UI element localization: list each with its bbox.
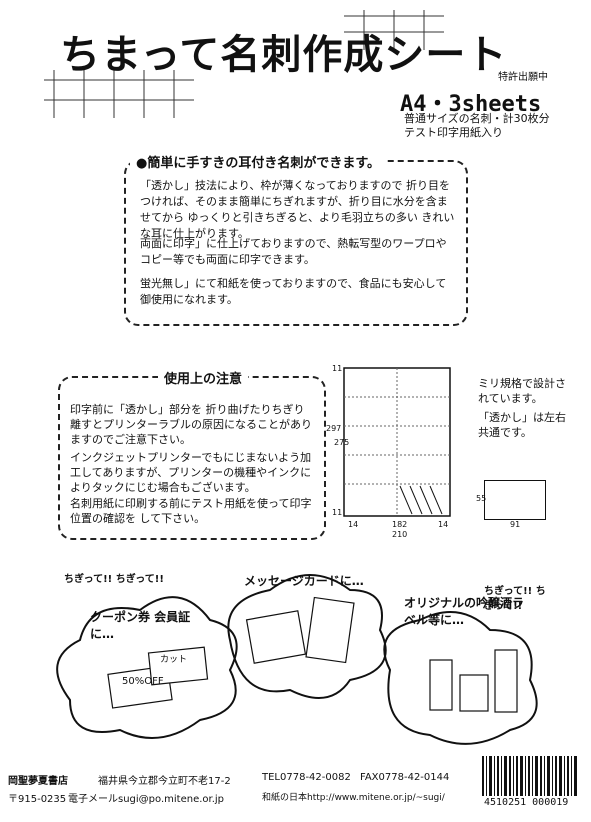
dim-label: 210: [392, 530, 408, 539]
format-label: A4・3sheets: [400, 92, 542, 117]
page-title: ちまって名刺作成シート: [60, 32, 508, 78]
message-caption: メッセージカードに…: [244, 574, 364, 588]
dim-label: 11: [332, 508, 343, 517]
diagram-note: ミリ規格で設計されています。: [478, 377, 566, 405]
diagram-note: 「透かし」は左右共通です。: [478, 411, 566, 439]
caution-item: インクジェットプリンターでもにじまないよう加工してありますが、プリンターの機種や…: [70, 451, 312, 494]
caution-box: 印字前に「透かし」部分を 折り曲げたりちぎり離すとプリンターラブルの原因になるこ…: [58, 376, 326, 540]
dim-label: 11: [332, 364, 343, 373]
coupon-card-text: 50%OFF: [122, 676, 164, 687]
sheet-outline: [343, 367, 451, 517]
card-size-diagram: [484, 480, 546, 520]
shout-text: ちぎって!! ちぎって!!: [64, 574, 164, 585]
shout-text: ちぎって!! ちぎって!!: [484, 586, 546, 612]
caution-item: 印字前に「透かし」部分を 折り曲げたりちぎり離すとプリンターラブルの原因になるこ…: [70, 403, 312, 446]
fax: FAX0778-42-0144: [360, 772, 450, 783]
dim-label: 14: [348, 520, 359, 529]
patent-note: 特許出願中: [498, 72, 548, 83]
spec-line: 普通サイズの名刺・計30枚分: [404, 112, 550, 125]
address: 福井県今立郡今立町不老17-2: [98, 776, 231, 787]
feature-item: 両面に印字」に仕上げておりますので、熱転写型のワープロやコピー等でも両面に印字で…: [140, 237, 447, 266]
web-link[interactable]: 和紙の日本http://www.mitene.or.jp/~sugi/: [262, 793, 445, 803]
title-grid: [44, 10, 444, 118]
email-link[interactable]: 電子メールsugi@po.mitene.or.jp: [68, 794, 225, 805]
dim-label: 275: [334, 438, 350, 447]
feature-box: 「透かし」技法により、枠が薄くなっておりますので 折り目をつければ、そのまま簡単…: [124, 160, 468, 326]
zip-code: 〒915-0235: [8, 794, 67, 805]
feature-item: 蛍光無し」にて和紙を使っておりますので、食品にも安心して御使用になれます。: [140, 277, 447, 306]
feature-heading: ●簡単に手すきの耳付き名刺ができます。: [130, 152, 387, 171]
dim-label: 91: [510, 520, 521, 529]
barcode: [482, 756, 577, 796]
dim-label: 55: [476, 494, 487, 503]
company-name: 岡聖夢夏書店: [8, 776, 68, 787]
coupon-card-text: カット: [160, 655, 188, 665]
sheet-diagram: 11 297 275 11 14 182 14 210: [326, 362, 462, 539]
coupon-caption: クーポン券 会員証に…: [90, 610, 191, 641]
feature-item: 「透かし」技法により、枠が薄くなっておりますので 折り目をつければ、そのまま簡単…: [140, 179, 455, 240]
barcode-number: 4510251 000019: [484, 797, 569, 808]
spec-line: テスト印字用紙入り: [404, 126, 503, 139]
caution-heading: 使用上の注意: [158, 368, 249, 387]
illustration-clouds: [56, 574, 538, 745]
dim-label: 297: [326, 424, 342, 433]
caution-item: 名刺用紙に印刷する前にテスト用紙を使って印字位置の確認を して下さい。: [70, 497, 312, 525]
phone: TEL0778-42-0082: [262, 772, 351, 783]
dim-label: 14: [438, 520, 449, 529]
label-caption: オリジナルの吟醸酒ラベル等に…: [404, 596, 525, 627]
dim-label: 182: [392, 520, 408, 529]
